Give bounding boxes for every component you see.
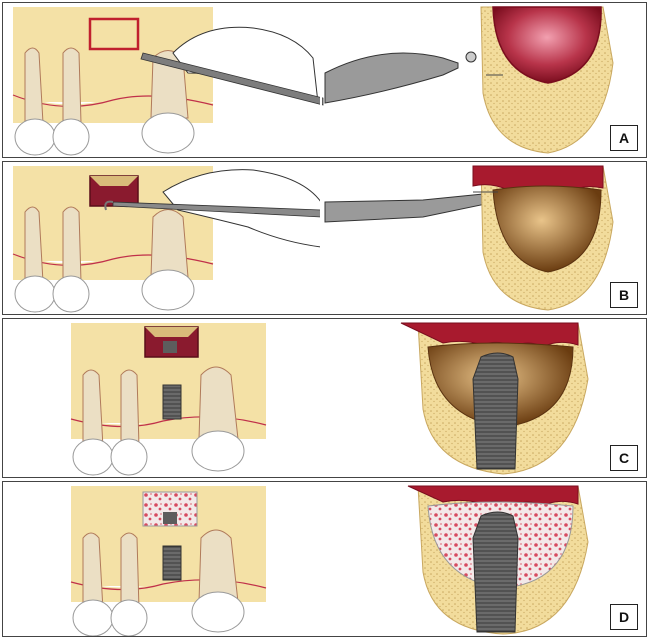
panel-b: B [2,161,647,315]
tooth-crown [191,591,245,633]
panel-d: D [2,481,647,637]
tooth-root [62,47,82,129]
tooth-crown [110,438,148,476]
panel-d-illustration [70,485,589,636]
panel-label: C [610,445,638,471]
sinus-cavity [492,6,602,84]
tooth-crown [72,438,114,476]
panel-label: B [610,282,638,308]
tooth-crown [191,430,245,472]
tooth-root [150,209,189,278]
implant-icon [472,511,519,633]
tooth-root [198,366,239,440]
panel-a: A [2,2,647,158]
curette-icon [324,190,507,223]
tooth-crown [141,269,195,311]
tooth-crown [14,118,56,156]
implant-icon [162,384,182,420]
window-outline [88,17,140,51]
implant-icon [163,341,177,353]
panel-c: C [2,318,647,478]
tooth-crown [14,275,56,313]
tooth-crown [52,118,90,156]
panel-b-illustration [12,162,614,314]
implant-icon [163,512,177,524]
drill-icon [324,52,459,104]
panel-label: D [610,604,638,630]
panel-a-illustration [12,3,614,157]
implant-icon [162,545,182,581]
tooth-crown [72,599,114,636]
tooth-crown [52,275,90,313]
tooth-root [62,206,82,288]
sinus-cavity [492,185,602,273]
implant-icon [472,352,519,470]
panel-label: A [610,125,638,151]
tooth-crown [110,599,148,636]
tooth-root [198,529,239,603]
tooth-crown [141,112,195,154]
drill-icon [140,52,324,106]
panel-c-illustration [70,322,589,476]
